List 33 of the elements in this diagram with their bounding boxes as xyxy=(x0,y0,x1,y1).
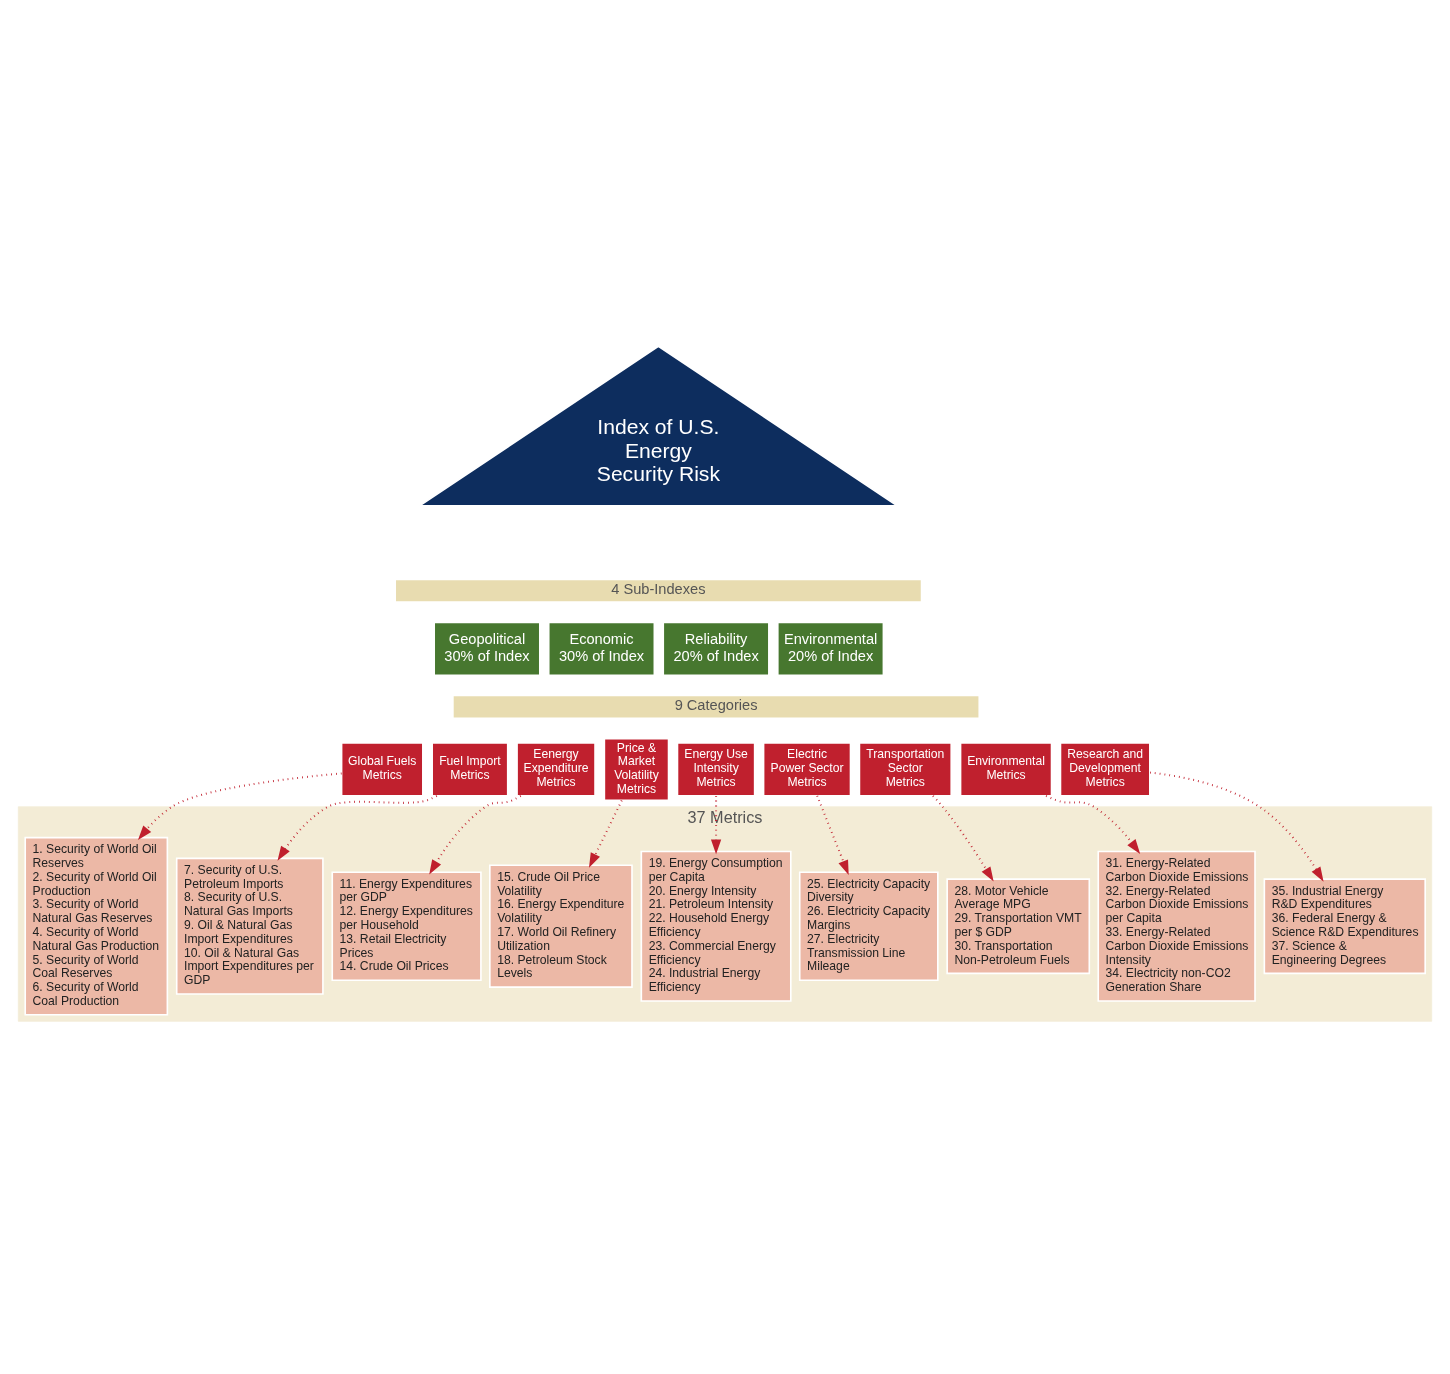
node-box: 19. Energy Consumption per Capita 20. Energy Intensity 21. Petroleum Intensity 22. Household Energy Efficiency 23. Commercial Energy Efficiency 24. Industrial Energy Efficiency xyxy=(640,850,792,1002)
arrow xyxy=(710,795,722,855)
node-box: Price & Market Volatility Metrics xyxy=(603,737,670,802)
node-box: Environmental Metrics xyxy=(959,742,1053,797)
node-box: 4 Sub-Indexes xyxy=(394,578,923,603)
arrow xyxy=(137,772,342,840)
node-box: Reliability 20% of Index xyxy=(662,621,770,677)
node-box: 11. Energy Expenditures per GDP 12. Energy Expenditures per Household 13. Retail Electricity Prices 14. Crude Oil Prices xyxy=(331,871,482,982)
arrow xyxy=(429,795,522,875)
node-box: 7. Security of U.S. Petroleum Imports 8. Security of U.S. Natural Gas Imports 9. Oil & Natural Gas Import Expenditures 10. Oil & Natural Gas Import Expenditures per GDP xyxy=(175,857,324,995)
arrow xyxy=(1149,771,1324,882)
node-box: Eenergy Expenditure Metrics xyxy=(516,742,596,797)
node-box: 31. Energy-Related Carbon Dioxide Emissions 32. Energy-Related Carbon Dioxide Emissions per Capita 33. Energy-Related Carbon Dioxide Emissions Intensity 34. Electricity non-CO2 Generation Share xyxy=(1097,850,1256,1002)
node-box: 35. Industrial Energy R&D Expenditures 36. Federal Energy & Science R&D Expenditures 37. Science & Engineering Degrees xyxy=(1263,878,1426,975)
arrow xyxy=(588,800,623,868)
node-box: Geopolitical 30% of Index xyxy=(433,621,541,677)
node-box: Transportation Sector Metrics xyxy=(858,742,953,797)
arrow xyxy=(816,795,849,875)
arrow xyxy=(277,795,438,861)
node-box: 25. Electricity Capacity Diversity 26. Electricity Capacity Margins 27. Electricity Transmission Line Mileage xyxy=(798,871,939,982)
node-box: Environmental 20% of Index xyxy=(777,621,885,677)
node-box: 1. Security of World Oil Reserves 2. Security of World Oil Production 3. Security of World Natural Gas Reserves 4. Security of World Natural Gas Production 5. Security of World Coal Reserves 6. Security of World Coal Production xyxy=(24,836,169,1016)
node-box: Electric Power Sector Metrics xyxy=(762,742,852,797)
node-box: 9 Categories xyxy=(452,694,981,720)
arrow xyxy=(1045,794,1141,854)
node-box: Fuel Import Metrics xyxy=(431,742,509,797)
node-box: Research and Development Metrics xyxy=(1059,742,1151,797)
node-box: 15. Crude Oil Price Volatility 16. Energy Expenditure Volatility 17. World Oil Refinery Utilization 18. Petroleum Stock Levels xyxy=(489,864,633,988)
node-box: Energy Use Intensity Metrics xyxy=(676,742,756,797)
arrow xyxy=(932,795,994,882)
node-box: Economic 30% of Index xyxy=(547,621,656,677)
node-box: 28. Motor Vehicle Average MPG 29. Transportation VMT per $ GDP 30. Transportation Non-Petroleum Fuels xyxy=(946,878,1091,975)
node-box: Global Fuels Metrics xyxy=(340,742,424,797)
